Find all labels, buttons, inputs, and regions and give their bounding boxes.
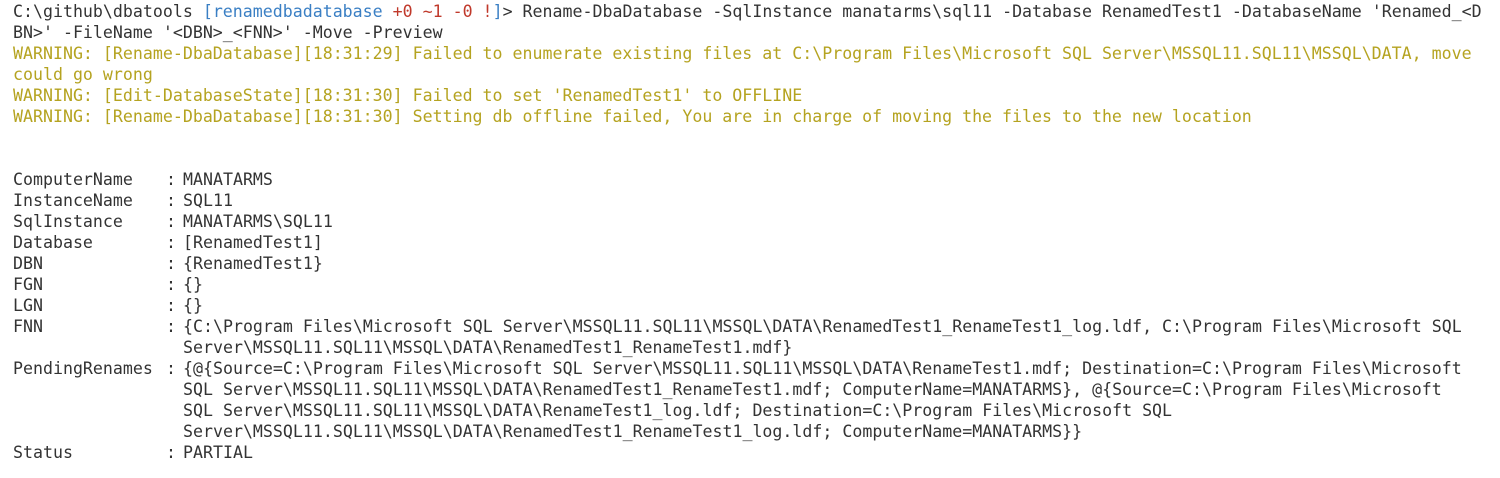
warning-line: could go wrong	[13, 65, 153, 84]
property-key: FGN	[13, 275, 43, 294]
prompt-path: C:\github\dbatools	[13, 2, 193, 21]
git-branch: renamedbadatabase	[212, 2, 383, 21]
property-value-line: MANATARMS\SQL11	[183, 212, 333, 231]
property-separator: :	[166, 317, 176, 336]
property-value-line: PARTIAL	[183, 443, 253, 462]
property-key: DBN	[13, 254, 43, 273]
blank-line	[13, 148, 1500, 169]
warning-line: WARNING: [Edit-DatabaseState][18:31:30] …	[13, 86, 803, 105]
property-row-status: Status: PARTIAL	[13, 442, 1500, 463]
property-key: ComputerName	[13, 170, 133, 189]
property-row-sqlinstance: SqlInstance: MANATARMS\SQL11	[13, 211, 1500, 232]
property-value: PARTIAL	[183, 442, 253, 463]
property-key: FNN	[13, 317, 43, 336]
property-value: {}	[183, 295, 203, 316]
output-properties: ComputerName: MANATARMS InstanceName: SQL11…	[13, 169, 1500, 463]
property-value: {RenamedTest1}	[183, 253, 323, 274]
command-text: Rename-DbaDatabase -SqlInstance manatarm…	[522, 2, 1482, 21]
property-separator: :	[166, 170, 176, 189]
property-key: PendingRenames	[13, 359, 153, 378]
property-row-instancename: InstanceName: SQL11	[13, 190, 1500, 211]
property-value-line: SQL Server\MSSQL11.SQL11\MSSQL\DATA\Rena…	[183, 401, 1173, 420]
property-value-line: {RenamedTest1}	[183, 254, 323, 273]
property-row-dbn: DBN: {RenamedTest1}	[13, 253, 1500, 274]
property-row-fnn: FNN: {C:\Program Files\Microsoft SQL Serv…	[13, 316, 1500, 358]
property-value-line: Server\MSSQL11.SQL11\MSSQL\DATA\RenamedT…	[183, 338, 793, 357]
prompt-line: C:\github\dbatools [renamedbadatabase +0…	[13, 1, 1500, 22]
property-value: [RenamedTest1]	[183, 232, 323, 253]
warning-line: WARNING: [Rename-DbaDatabase][18:31:29] …	[13, 44, 1472, 63]
property-key: InstanceName	[13, 191, 133, 210]
property-row-fgn: FGN: {}	[13, 274, 1500, 295]
property-separator: :	[166, 233, 176, 252]
property-value: MANATARMS	[183, 169, 273, 190]
property-row-pendingrenames: PendingRenames: {@{Source=C:\Program File…	[13, 358, 1500, 442]
property-value: {C:\Program Files\Microsoft SQL Server\M…	[183, 316, 1462, 358]
property-value: {@{Source=C:\Program Files\Microsoft SQL…	[183, 358, 1462, 442]
prompt-end: >	[502, 2, 523, 21]
blank-line	[13, 127, 1500, 148]
property-value-line: [RenamedTest1]	[183, 233, 323, 252]
property-value: MANATARMS\SQL11	[183, 211, 333, 232]
property-separator: :	[166, 443, 176, 462]
branch-close: ]	[492, 2, 503, 21]
property-separator: :	[166, 359, 176, 378]
property-value-line: {C:\Program Files\Microsoft SQL Server\M…	[183, 317, 1462, 336]
property-separator: :	[166, 296, 176, 315]
property-row-lgn: LGN: {}	[13, 295, 1500, 316]
property-key: SqlInstance	[13, 212, 123, 231]
property-value: {}	[183, 274, 203, 295]
property-separator: :	[166, 254, 176, 273]
warning-line: WARNING: [Rename-DbaDatabase][18:31:30] …	[13, 107, 1252, 126]
property-row-computername: ComputerName: MANATARMS	[13, 169, 1500, 190]
property-separator: :	[166, 191, 176, 210]
command-continuation: BN>' -FileName '<DBN>_<FNN>' -Move -Prev…	[13, 23, 443, 42]
property-value-line: {}	[183, 296, 203, 315]
git-status: +0 ~1 -0 !	[382, 2, 493, 21]
property-value-line: Server\MSSQL11.SQL11\MSSQL\DATA\RenamedT…	[183, 422, 1083, 441]
property-value-line: SQL11	[183, 191, 233, 210]
property-value-line: {}	[183, 275, 203, 294]
property-key: LGN	[13, 296, 43, 315]
property-separator: :	[166, 275, 176, 294]
property-key: Database	[13, 233, 93, 252]
property-row-database: Database: [RenamedTest1]	[13, 232, 1500, 253]
property-value: SQL11	[183, 190, 233, 211]
property-key: Status	[13, 443, 73, 462]
property-value-line: MANATARMS	[183, 170, 273, 189]
property-separator: :	[166, 212, 176, 231]
branch-open: [	[192, 2, 213, 21]
property-value-line: SQL Server\MSSQL11.SQL11\MSSQL\DATA\Rena…	[183, 380, 1442, 399]
property-value-line: {@{Source=C:\Program Files\Microsoft SQL…	[183, 359, 1462, 378]
